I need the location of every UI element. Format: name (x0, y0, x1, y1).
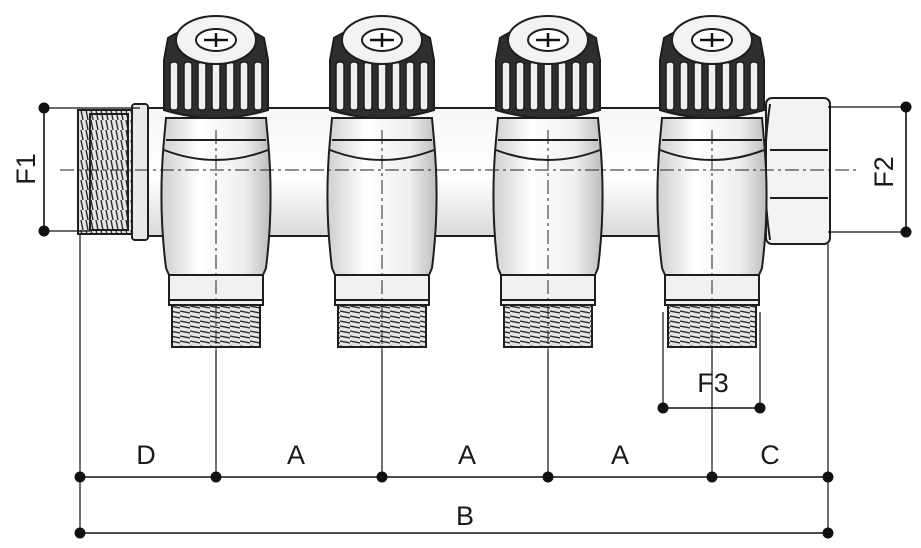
valve-knob-2 (329, 15, 435, 119)
left-threaded-inlet (77, 103, 149, 241)
label-f1: F1 (11, 153, 41, 185)
label-b: B (456, 501, 474, 531)
valve-outlet-1 (160, 15, 272, 350)
valve-group (160, 15, 768, 350)
dimension-f3: F3 (657, 312, 766, 414)
label-a-2: A (458, 440, 476, 470)
dimension-b: B (74, 501, 834, 539)
label-f3: F3 (697, 368, 729, 398)
valve-knob-1 (163, 15, 269, 119)
dimension-f1: F1 (11, 102, 140, 237)
right-female-outlet (764, 97, 831, 245)
label-a-1: A (287, 440, 305, 470)
extension-lines (79, 234, 829, 535)
label-a-3: A (611, 440, 629, 470)
label-d: D (136, 440, 156, 470)
dimension-f2: F2 (828, 101, 912, 238)
valve-outlet-4 (656, 15, 768, 350)
valve-outlet-3 (492, 15, 604, 350)
dimension-chain: D A A A C (74, 440, 834, 483)
label-f2: F2 (869, 156, 899, 188)
valve-knob-4 (659, 15, 765, 119)
valve-outlet-2 (326, 15, 438, 350)
label-c: C (760, 440, 780, 470)
valve-knob-3 (495, 15, 601, 119)
